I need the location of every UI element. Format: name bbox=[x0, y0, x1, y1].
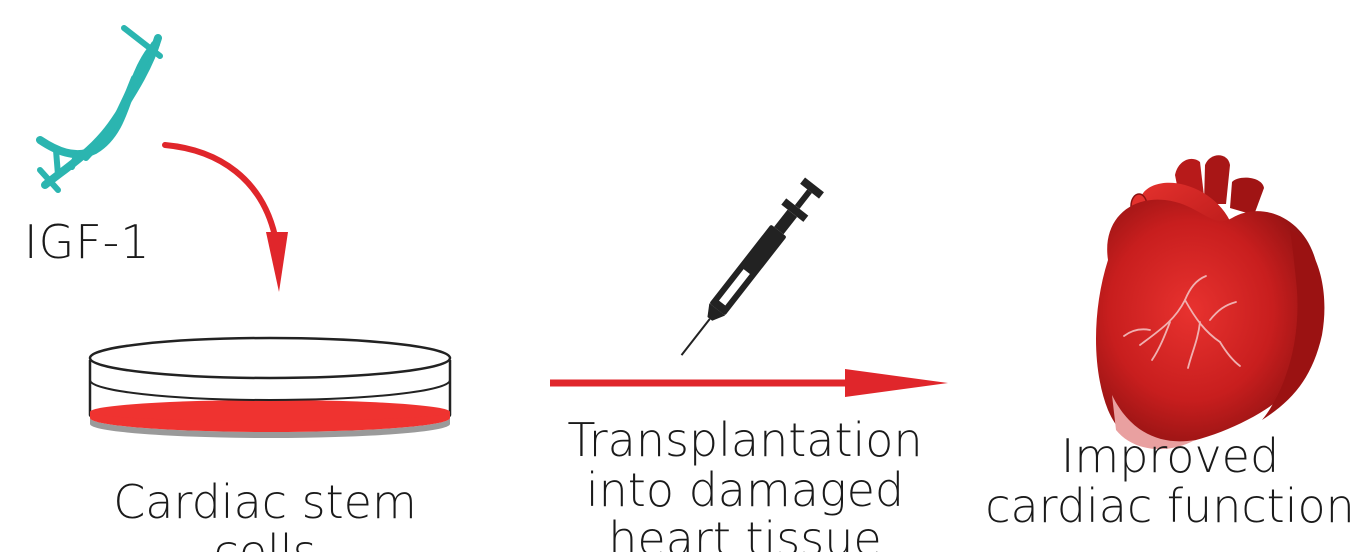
dna-helix-icon bbox=[40, 28, 160, 190]
result-label: Improved cardiac function bbox=[985, 432, 1355, 531]
transplant-label: Transplantation into damaged heart tissu… bbox=[545, 416, 945, 552]
petri-dish-icon bbox=[90, 338, 450, 438]
syringe-icon bbox=[670, 176, 825, 363]
heart-icon bbox=[1096, 155, 1324, 449]
gene-label: IGF-1 bbox=[24, 218, 151, 268]
dish-label: Cardiac stem cells bbox=[95, 478, 435, 552]
gene-to-dish-arrow bbox=[165, 145, 288, 292]
transplant-arrow bbox=[550, 369, 948, 397]
